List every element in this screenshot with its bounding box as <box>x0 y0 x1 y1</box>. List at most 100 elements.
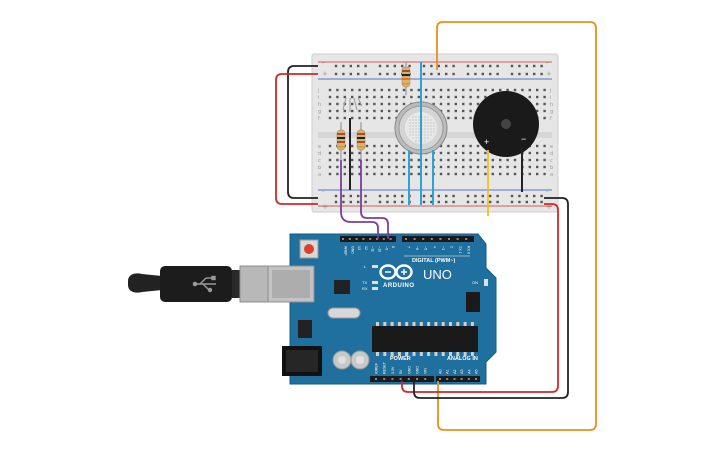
rail-hole <box>422 194 426 198</box>
buzzer-plus-label: + <box>484 137 489 147</box>
breadboard-hole <box>447 102 450 106</box>
header-hole <box>405 238 407 240</box>
breadboard-hole <box>336 158 339 162</box>
rail-hole <box>386 72 389 76</box>
breadboard-hole <box>373 102 376 106</box>
mesh-dot <box>409 125 411 127</box>
rail-hole <box>496 200 499 204</box>
mesh-dot <box>409 122 411 124</box>
rail-hole <box>481 200 484 204</box>
breadboard-hole <box>469 88 472 92</box>
analog-pin-label: A3 <box>460 369 464 374</box>
breadboard-hole <box>417 95 420 99</box>
analog-pin-label: A2 <box>453 369 457 374</box>
header-hole <box>369 238 372 240</box>
breadboard-hole <box>388 102 391 106</box>
breadboard-hole <box>499 172 502 176</box>
breadboard-hole <box>365 95 369 99</box>
breadboard-hole <box>373 116 376 120</box>
rail-hole <box>445 72 448 76</box>
breadboard-hole <box>484 95 487 99</box>
breadboard-hole <box>328 144 332 148</box>
breadboard-hole <box>476 144 480 148</box>
header-hole <box>383 378 386 380</box>
chip-pin <box>463 322 467 326</box>
breadboard-hole <box>454 158 457 162</box>
chip-pin <box>449 322 452 326</box>
breadboard-hole <box>343 109 346 113</box>
rail-hole <box>357 72 360 76</box>
mesh-dot <box>424 131 426 133</box>
rail-hole <box>393 200 396 204</box>
wire-purple-1 <box>340 160 379 239</box>
breadboard-hole <box>476 151 480 155</box>
resistor-top <box>401 62 411 95</box>
rail-hole <box>401 64 404 68</box>
breadboard-hole <box>351 165 354 169</box>
breadboard-hole <box>380 102 383 106</box>
breadboard-hole <box>343 116 346 120</box>
rail-hole <box>466 194 470 198</box>
rail-hole <box>481 72 484 76</box>
header-hole <box>465 238 468 240</box>
rail-hole <box>445 200 448 204</box>
breadboard-hole <box>388 165 391 169</box>
rail-hole <box>408 64 411 68</box>
breadboard-hole <box>543 95 546 99</box>
digital-pin-label: 2 <box>450 246 454 248</box>
breadboard-hole <box>476 95 480 99</box>
breadboard-hole <box>351 172 354 176</box>
breadboard-hole <box>336 95 339 99</box>
mesh-dot <box>412 116 414 118</box>
breadboard-hole <box>513 172 517 176</box>
icsp-header <box>466 292 480 312</box>
rail-hole <box>437 72 440 76</box>
reset-button-cap[interactable] <box>304 244 314 254</box>
row-letter: b <box>318 165 321 171</box>
rail-hole <box>533 194 536 198</box>
rail-hole <box>430 72 433 76</box>
mesh-dot <box>415 137 417 139</box>
breadboard-hole <box>365 109 369 113</box>
mesh-dot <box>427 119 429 121</box>
row-letter: h <box>318 102 321 108</box>
breadboard-hole <box>543 165 546 169</box>
mesh-dot <box>418 116 420 118</box>
header-hole <box>456 238 459 240</box>
rail-hole <box>452 64 455 68</box>
breadboard-hole <box>402 88 406 92</box>
breadboard-hole <box>506 172 509 176</box>
chip-pin <box>376 352 379 356</box>
breadboard-hole <box>380 109 383 113</box>
mesh-dot <box>433 125 435 127</box>
breadboard-hole <box>454 144 457 148</box>
mesh-dot <box>418 122 420 124</box>
rail-plus-label-br: + <box>546 203 552 211</box>
rail-hole <box>437 200 440 204</box>
bottom-power-rail <box>334 194 543 204</box>
rail-hole <box>474 200 477 204</box>
mesh-dot <box>424 125 426 127</box>
breadboard-hole <box>410 165 413 169</box>
usb-plug-metal <box>239 265 271 303</box>
breadboard-hole <box>499 158 502 162</box>
power-pin-label: IOREF <box>375 362 379 374</box>
breadboard-hole <box>543 116 546 120</box>
breadboard-hole <box>425 158 428 162</box>
power-header-label: POWER <box>390 356 411 362</box>
breadboard-hole <box>373 109 376 113</box>
breadboard-hole <box>536 165 539 169</box>
breadboard-hole <box>402 102 406 106</box>
breadboard-hole <box>402 151 406 155</box>
mesh-dot <box>418 128 420 130</box>
breadboard-hole <box>432 95 435 99</box>
chip-pin <box>434 322 438 326</box>
chip-pin <box>412 322 416 326</box>
breadboard-hole <box>513 88 517 92</box>
breadboard-hole <box>528 151 531 155</box>
board-model-label: UNO <box>423 267 452 282</box>
header-hole <box>424 378 427 380</box>
row-letter: e <box>550 144 553 150</box>
rail-plus-label-bl: + <box>322 203 328 211</box>
